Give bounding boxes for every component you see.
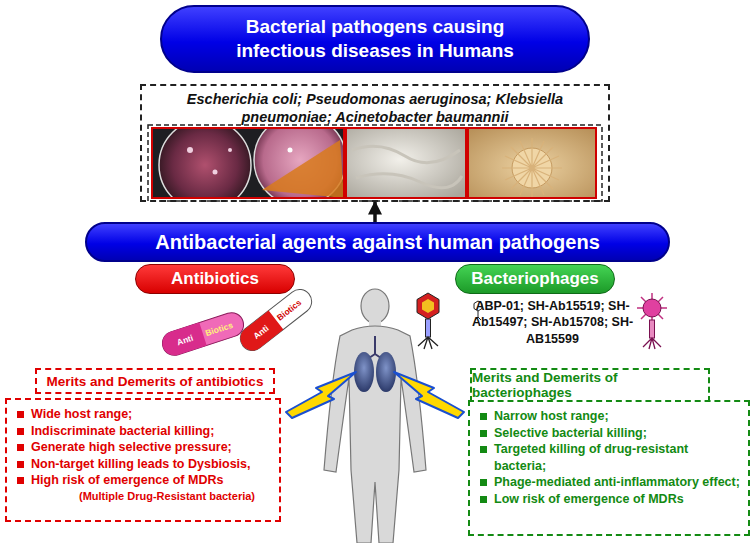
pathogen-names: Escherichia coli; Pseudomonas aeruginosa… [142, 86, 608, 126]
human-head [361, 289, 389, 323]
photo-border [152, 128, 344, 198]
pathogen-box: Escherichia coli; Pseudomonas aeruginosa… [140, 84, 610, 202]
phage-icon [417, 293, 439, 349]
phage-tail [650, 320, 655, 338]
colony [213, 170, 218, 175]
list-item: Low risk of emergence of MDRs [478, 491, 742, 508]
section-heading-text: Merits and Demerits of bacteriophages [472, 370, 708, 400]
capsule-body [159, 310, 246, 359]
culture-photo [346, 128, 466, 198]
human-body [324, 326, 426, 543]
phage-head [417, 293, 439, 319]
flow-arrow [373, 202, 377, 222]
list-item: High risk of emergence of MDRs [15, 472, 273, 489]
list-item: Wide host range; [15, 406, 273, 423]
phage-pill: Bacteriophages [455, 264, 615, 294]
list-item: Targeted killing of drug-resistant bacte… [478, 441, 742, 474]
list-item: Narrow host range; [478, 408, 742, 425]
merits-list: Narrow host range;Selective bacterial ki… [468, 400, 750, 536]
capsule-half [159, 323, 206, 359]
merits-list: Wide host range;Indiscriminate bacterial… [5, 398, 281, 522]
heading-text: Bacterial pathogens causing infectious d… [162, 15, 588, 63]
heading-pill: Bacterial pathogens causing infectious d… [160, 5, 590, 73]
phage-strain-list: ABP-01; SH-Ab15519; SH-Ab15497; SH-Ab157… [470, 298, 635, 347]
lightning-bolt [394, 372, 464, 418]
section-heading: Merits and Demerits of antibiotics [35, 368, 275, 394]
phage-head [643, 299, 661, 317]
list-item: Selective bacterial killing; [478, 425, 742, 442]
phage-legs [643, 338, 661, 349]
list-item: Phage-mediated anti-inflammatory effect; [478, 474, 742, 491]
phage-legs [418, 337, 438, 349]
band-text: Antibacterial agents against human patho… [155, 231, 600, 254]
phage-tail [426, 319, 431, 337]
colony-spikes [502, 138, 562, 198]
list-item: Indiscriminate bacterial killing; [15, 423, 273, 440]
pill-label: Antibiotics [171, 269, 259, 289]
colony-texture [352, 146, 462, 188]
list-item: Non-target killing leads to Dysbiosis, [15, 456, 273, 473]
phage-spikes [637, 293, 667, 323]
colony [228, 148, 232, 152]
list-note: (Multiple Drug-Resistant bacteria) [15, 489, 273, 504]
antibiotic-capsule [159, 310, 246, 359]
pill-label: Bacteriophages [471, 269, 599, 289]
section-heading-text: Merits and Demerits of antibiotics [47, 374, 264, 389]
phage-icon [637, 293, 667, 349]
antibiotics-pill: Antibiotics [135, 264, 295, 294]
culture-photo [468, 128, 596, 198]
list-item: Generate high selective pressure; [15, 439, 273, 456]
petri-dish [159, 128, 251, 198]
petri-dish [254, 128, 344, 198]
photo-background [468, 128, 596, 198]
antibiotic-capsule [236, 285, 317, 356]
photo-border [346, 128, 466, 198]
section-heading: Merits and Demerits of bacteriophages [470, 368, 710, 402]
capsule-body [236, 285, 317, 356]
photo-border [468, 128, 596, 198]
phage-core [422, 299, 434, 313]
colony [187, 147, 193, 153]
category-band: Antibacterial agents against human patho… [85, 222, 670, 262]
agar-wedge [262, 140, 344, 198]
colony [288, 148, 293, 153]
human-figure [324, 289, 426, 543]
lightning-bolt [286, 372, 356, 418]
culture-photo [152, 128, 344, 198]
